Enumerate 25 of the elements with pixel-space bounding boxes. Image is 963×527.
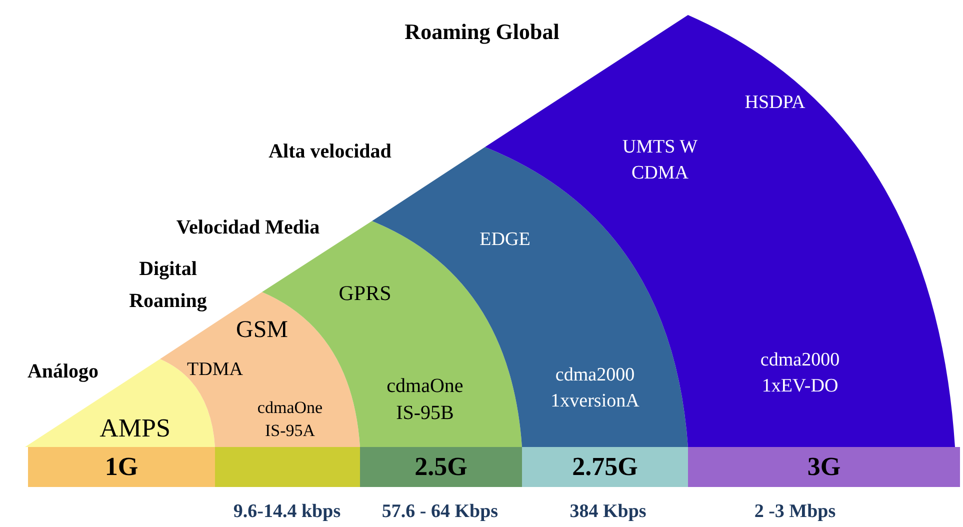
technology-label: UMTS W CDMA (621, 135, 699, 185)
feature-label: Digital Roaming (128, 257, 208, 314)
feature-label: Análogo (27, 360, 99, 384)
technology-label: cdma2000 1xversionA (550, 363, 640, 413)
feature-label: Roaming Global (404, 19, 560, 45)
generation-bar-segment: 2.75G (522, 447, 688, 487)
technology-label: cdma2000 1xEV-DO (759, 348, 841, 398)
technology-label: EDGE (480, 228, 530, 252)
technology-label: cdmaOne IS-95A (256, 397, 324, 442)
technology-label: GSM (236, 316, 288, 345)
data-rate-label: 2 -3 Mbps (754, 501, 836, 523)
data-rate-label: 384 Kbps (570, 501, 646, 523)
technology-label: cdmaOne IS-95B (386, 374, 464, 426)
generation-bar-segment: 3G (688, 447, 960, 487)
generation-bar-segment: 2.5G (360, 447, 522, 487)
bar-segment (215, 447, 360, 487)
feature-label: Velocidad Media (176, 216, 320, 240)
technology-label: HSDPA (744, 91, 806, 116)
technology-label: TDMA (187, 358, 243, 382)
generation-bar-segment: 1G (28, 447, 215, 487)
data-rate-label: 57.6 - 64 Kbps (382, 501, 498, 523)
technology-label: AMPS (100, 412, 170, 444)
technology-label: GPRS (338, 280, 392, 307)
feature-label: Alta velocidad (268, 140, 392, 164)
data-rate-label: 9.6-14.4 kbps (233, 501, 341, 523)
